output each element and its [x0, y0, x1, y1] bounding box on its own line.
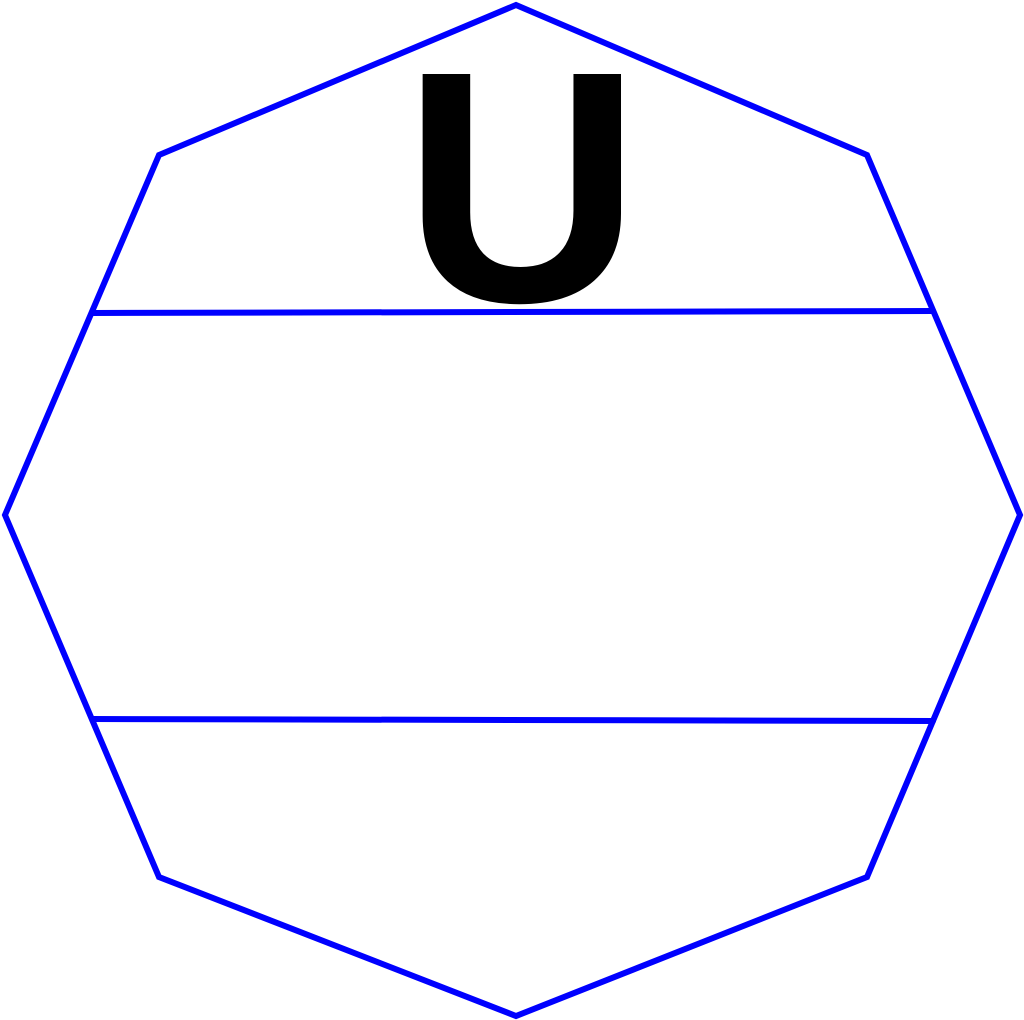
lower-chord-line [89, 716, 936, 724]
letter-label: U [403, 2, 641, 371]
upper-chord-line [89, 308, 936, 316]
